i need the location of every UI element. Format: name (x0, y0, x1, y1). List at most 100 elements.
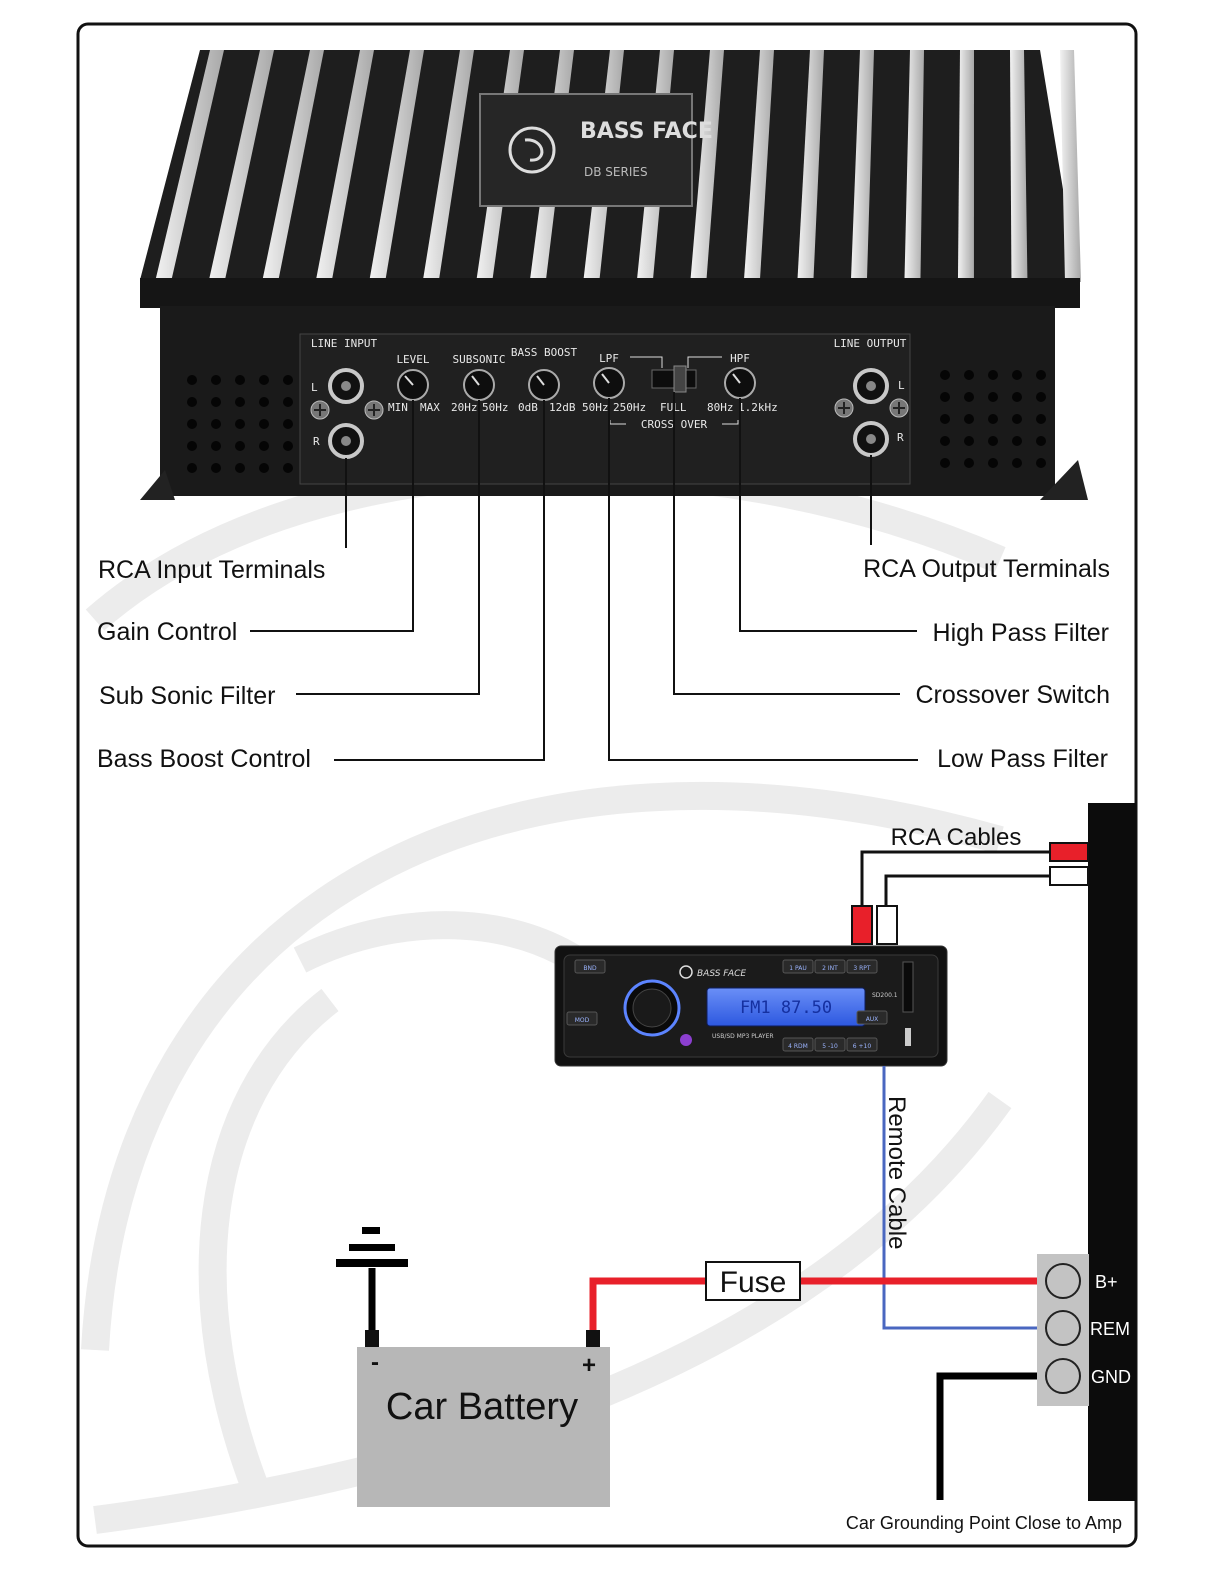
rca-output-l[interactable] (853, 368, 889, 404)
callout-line-lpf (608, 398, 918, 761)
vent-hole (187, 397, 197, 407)
label-bass-boost-control: Bass Boost Control (97, 745, 311, 773)
amp-front-lip (140, 278, 1080, 308)
head-unit-button-label: 2 INT (822, 965, 838, 972)
rca-cable-white (884, 874, 1050, 908)
panel-in-r: R (313, 435, 320, 448)
panel-screw-icon (310, 400, 330, 420)
ground-wire (936, 1372, 1040, 1500)
vent-hole (1036, 414, 1046, 424)
head-unit-button[interactable]: 3 RPT (846, 959, 878, 974)
subsonic-knob[interactable] (463, 369, 495, 401)
vent-hole (988, 414, 998, 424)
vent-hole (964, 392, 974, 402)
panel-min: MIN (388, 401, 408, 414)
head-unit-button[interactable]: 2 INT (814, 959, 846, 974)
terminal-b-plus[interactable] (1045, 1263, 1081, 1299)
level-knob[interactable] (397, 369, 429, 401)
head-unit-display (706, 987, 866, 1027)
rca-input-l[interactable] (328, 368, 364, 404)
rca-plug-white-headunit (876, 905, 898, 945)
control-panel (299, 333, 911, 485)
rca-cable-red (860, 850, 1050, 908)
head-unit-button[interactable]: 4 RDM (782, 1037, 814, 1052)
vent-hole (259, 397, 269, 407)
heatsink-fin (957, 50, 974, 282)
label-high-pass-filter: High Pass Filter (933, 619, 1109, 647)
heatsink-fin (690, 50, 724, 282)
ground-symbol-icon (336, 1227, 408, 1330)
panel-out-l: L (898, 379, 905, 392)
vent-hole (235, 397, 245, 407)
heatsink-fin (743, 50, 774, 282)
head-unit-button-label: 4 RDM (788, 1043, 808, 1050)
vent-hole (1036, 392, 1046, 402)
panel-sub-hi: 50Hz (482, 401, 509, 414)
head-unit-button[interactable]: BND (574, 959, 606, 974)
amp-logo-plate (479, 93, 693, 207)
hpf-knob[interactable] (724, 367, 756, 399)
head-unit-model: SD200.1 (872, 992, 898, 999)
brand-logo-swirl (524, 138, 544, 162)
terminal-gnd[interactable] (1045, 1358, 1081, 1394)
head-unit-button[interactable]: MOD (566, 1011, 598, 1026)
label-remote-cable: Remote Cable (883, 1096, 910, 1249)
vent-hole (235, 441, 245, 451)
panel-lpf: LPF (599, 352, 619, 365)
rca-plug-red-amp (1049, 842, 1089, 862)
vent-hole (1036, 458, 1046, 468)
terminal-rem[interactable] (1045, 1310, 1081, 1346)
rca-output-r[interactable] (853, 421, 889, 457)
vent-hole (988, 458, 998, 468)
vent-hole (235, 419, 245, 429)
heatsink-fin (797, 50, 824, 282)
usb-port-icon[interactable] (905, 1028, 911, 1046)
battery-minus: - (371, 1349, 379, 1376)
vent-hole (235, 375, 245, 385)
label-car-battery: Car Battery (386, 1386, 578, 1428)
vent-hole (940, 414, 950, 424)
vent-hole (1012, 458, 1022, 468)
crossover-switch[interactable] (651, 365, 697, 393)
rca-input-r[interactable] (328, 423, 364, 459)
volume-knob-cap (632, 988, 672, 1028)
battery-plus: + (582, 1352, 596, 1379)
panel-max: MAX (420, 401, 440, 414)
heatsink-fin (208, 50, 274, 282)
head-unit-button[interactable]: 1 PAU (782, 959, 814, 974)
label-terminal-rem: REM (1090, 1319, 1130, 1339)
heatsink-fins (155, 50, 1081, 282)
amp-foot-right (1040, 460, 1088, 500)
lpf-knob[interactable] (593, 367, 625, 399)
fuse (705, 1261, 801, 1301)
rca-plug-white-amp (1049, 866, 1089, 886)
amp-brand: BASS FACE (580, 119, 713, 144)
crossover-bracket-right (722, 420, 739, 425)
vent-hole (259, 375, 269, 385)
head-unit-button[interactable]: 5 -10 (814, 1037, 846, 1052)
vent-hole (283, 463, 293, 473)
vent-hole (988, 392, 998, 402)
head-unit-button[interactable]: 6 +10 (846, 1037, 878, 1052)
amplifier: BASS FACE DB SERIES LINE INPUT LEVEL SUB… (140, 50, 1088, 500)
vent-grille-left (187, 375, 293, 473)
heatsink-fin (155, 50, 224, 282)
vent-hole (1036, 370, 1046, 380)
head-unit-button[interactable]: AUX (856, 1010, 888, 1025)
brand-logo-icon (508, 126, 556, 174)
label-fuse: Fuse (720, 1266, 787, 1299)
bass-boost-knob[interactable] (528, 369, 560, 401)
panel-screw-icon (364, 400, 384, 420)
heatsink-fin (262, 50, 324, 282)
vent-hole (1012, 392, 1022, 402)
purple-button[interactable] (680, 1034, 692, 1046)
display-text: FM1 87.50 (740, 998, 832, 1018)
head-unit-button-face (566, 1011, 598, 1026)
amplifier-side-view (1088, 803, 1136, 1501)
head-unit: FM1 87.50 BASS FACE USB/SD MP3 PLAYER SD… (554, 945, 948, 1067)
amp-foot-left (140, 470, 175, 500)
rca-cables (860, 850, 1050, 908)
sd-card-slot[interactable] (902, 961, 914, 1013)
head-unit-button-label: MOD (575, 1017, 590, 1024)
